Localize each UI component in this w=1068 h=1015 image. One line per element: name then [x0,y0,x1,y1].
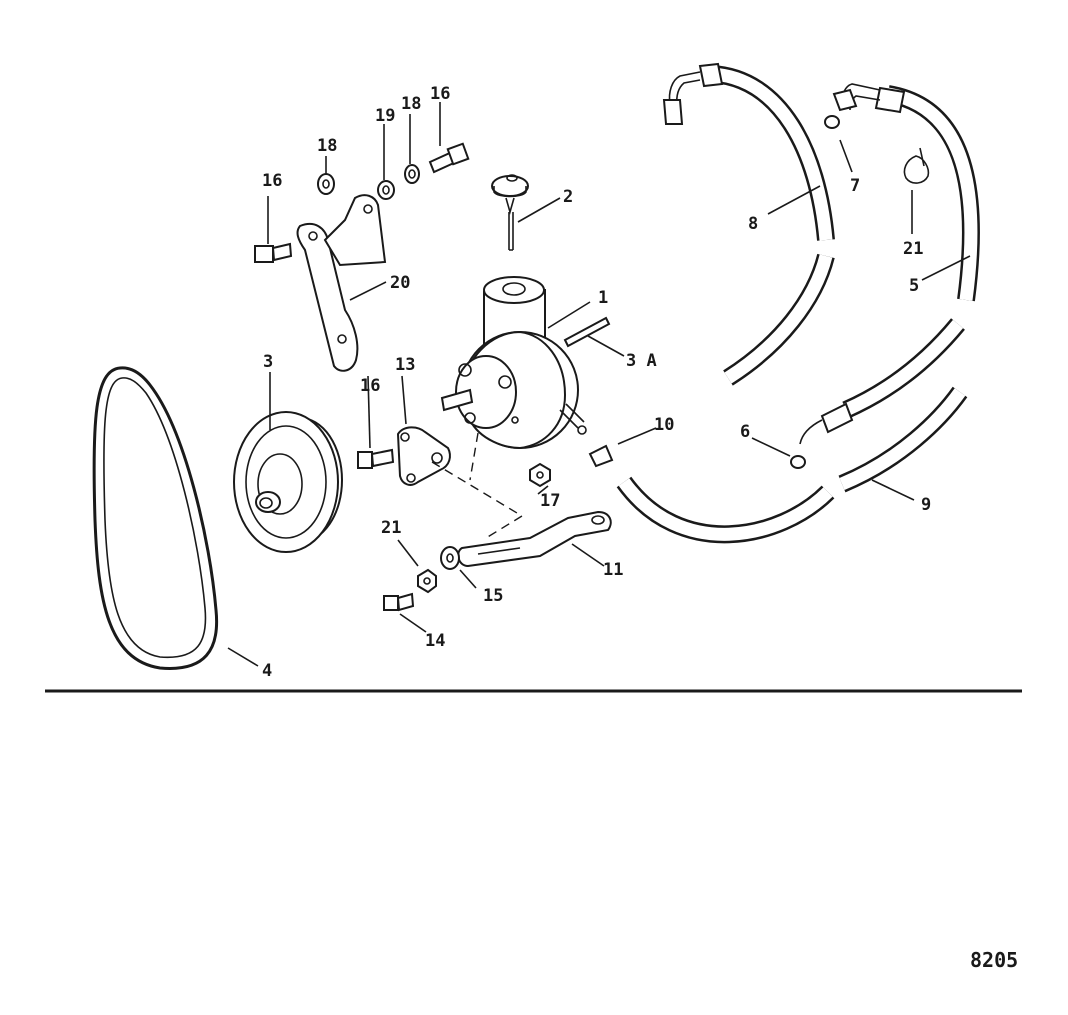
callout-1: 1 [598,288,608,308]
callout-6: 6 [740,422,750,442]
alignment-line-2 [469,432,479,481]
bolt-16-top [428,142,470,174]
callout-5: 5 [909,276,919,296]
callout-3: 3 [263,352,273,372]
power-steering-pump [440,276,587,450]
bolt-16-left [254,242,293,263]
callout-8: 8 [748,214,758,234]
adjusting-bracket [457,510,612,568]
spacer-19 [377,180,395,200]
figure-id: 8205 [970,948,1019,972]
callout-9: 9 [921,495,931,515]
leader-lines [227,102,971,667]
callout-4: 4 [262,661,272,681]
fitting-10 [588,444,614,468]
stud [563,316,611,348]
callout-7: 7 [850,176,860,196]
dipstick-cap [491,174,529,251]
callout-21-upper: 21 [903,239,923,259]
upper-bracket [296,194,387,372]
hose-8 [662,62,835,386]
callout-2: 2 [563,187,573,207]
callout-20: 20 [390,273,410,293]
nut-21 [417,568,437,594]
callout-14: 14 [425,631,445,651]
washer-15 [440,546,460,570]
callout-3a: 3 A [626,351,657,371]
hose-9 [616,386,968,544]
bolt-14 [383,592,415,612]
hose-clamp [903,147,930,184]
callout-18-left: 18 [317,136,337,156]
callout-21-lower: 21 [381,518,401,538]
o-ring-6 [790,455,806,469]
callout-16-top: 16 [430,84,450,104]
pulley [233,411,343,553]
callout-15: 15 [483,586,503,606]
nut-17 [529,462,551,488]
callout-19: 19 [375,106,395,126]
callout-labels: 1 2 3 3 A 4 5 6 7 8 9 10 11 13 14 15 16 … [262,84,931,681]
o-ring-7 [824,115,840,129]
callout-11: 11 [603,560,623,580]
washer-18-top [404,164,420,184]
mounting-bracket [396,426,451,486]
callout-16-lower: 16 [360,376,380,396]
bolt-16-lower [357,448,395,469]
callout-16-left: 16 [262,171,282,191]
washer-18-left [317,173,335,195]
callout-17: 17 [540,491,560,511]
callout-18-top: 18 [401,94,421,114]
callout-10: 10 [654,415,674,435]
drive-belt [92,366,219,670]
alignment-line [431,461,524,539]
callout-13: 13 [395,355,415,375]
